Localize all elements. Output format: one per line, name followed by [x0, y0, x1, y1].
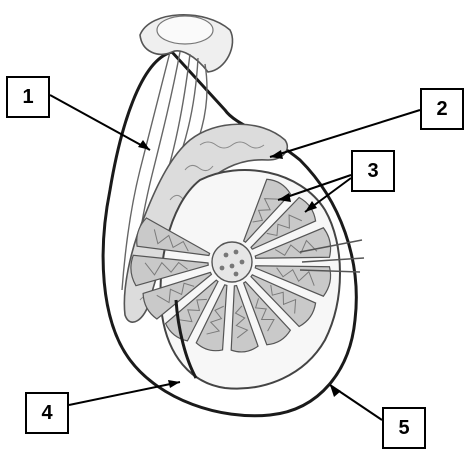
cord-opening: [157, 16, 213, 44]
leader-4: [69, 382, 180, 405]
leader-1: [50, 95, 150, 150]
label-5: 5: [382, 407, 426, 449]
label-2: 2: [420, 88, 464, 130]
label-4: 4: [25, 392, 69, 434]
label-3: 3: [351, 150, 395, 192]
label-1: 1: [6, 76, 50, 118]
leader-2: [270, 110, 420, 157]
mediastinum: [212, 242, 252, 282]
